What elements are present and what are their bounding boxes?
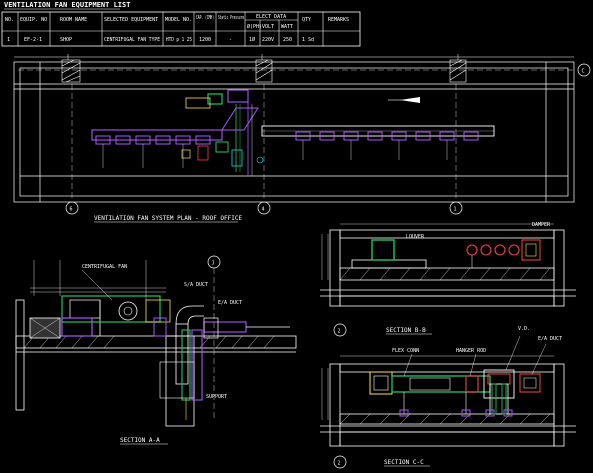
table-cell-cap: 1200 — [199, 37, 211, 43]
table-header-static-pressure: Static Pressure — [218, 15, 244, 21]
table-cell-room-name: SHOP — [60, 37, 72, 43]
table-cell-watt: 250 — [283, 37, 292, 43]
section-a-callout-support: SUPPORT — [206, 394, 227, 400]
section-c-title: SECTION C-C — [384, 459, 424, 466]
table-header-model-no: MODEL NO. — [165, 17, 192, 23]
section-a-callout-sa: S/A DUCT — [184, 282, 208, 288]
table-subheader-volt: VOLT — [262, 24, 274, 30]
section-b-equipment — [371, 239, 541, 268]
section-a-a: J — [15, 255, 297, 445]
grid-label-6: 6 — [70, 207, 73, 213]
table-cell-phase: 1Ø — [249, 36, 255, 43]
equipment-list-title: VENTILATION FAN EQUIPMENT LIST — [4, 1, 130, 9]
section-a-callout-fan: CENTRIFUGAL FAN — [82, 264, 127, 270]
table-header-equip-no: EQUIP. NO — [20, 17, 47, 23]
table-cell-model-no: HTD p 1 25 — [166, 37, 192, 43]
section-b-callout-damper: DAMPER — [532, 222, 551, 228]
section-b-marker-label: 2 — [338, 329, 341, 335]
section-c-c: FLEX CONN HANGER ROD V.D. E/A DUCT 2 SEC… — [320, 326, 576, 469]
table-header-selected-equipment: SELECTED EQUIPMENT — [104, 17, 158, 23]
section-c-callout-hanger: HANGER ROD — [456, 348, 486, 354]
section-a-marker-label: J — [212, 261, 215, 267]
grid-label-c: C — [582, 69, 585, 75]
section-a-duct — [29, 295, 290, 420]
section-b-title: SECTION B-B — [386, 327, 426, 334]
section-c-callout-ea: E/A DUCT — [538, 336, 562, 342]
table-cell-volt: 220V — [262, 37, 274, 43]
section-c-duct — [369, 369, 541, 417]
table-header-remarks: REMARKS — [328, 17, 349, 23]
equipment-list-table: VENTILATION FAN EQUIPMENT LIST NO. EQUIP… — [1, 1, 361, 47]
section-a-title: SECTION A-A — [120, 437, 160, 444]
table-cell-equipment: CENTRIFUGAL FAN TYPE — [104, 37, 160, 43]
table-cell-qty: 1 Sd — [302, 37, 314, 43]
table-header-no: NO. — [5, 17, 14, 23]
section-c-callout-vd: V.D. — [518, 326, 530, 332]
section-c-marker-label: 2 — [338, 461, 341, 467]
table-cell-equip-no: EF-2-1 — [24, 37, 42, 43]
plan-columns — [61, 59, 467, 83]
grid-label-1: 1 — [454, 207, 457, 213]
table-header-cap: CAP. (CMH) — [196, 15, 214, 21]
table-header-qty: QTY — [302, 17, 311, 23]
table-subheader-phase: Ø(PH) — [247, 23, 262, 30]
grid-markers: 6 4 1 C — [65, 63, 591, 215]
section-a-callout-ea: E/A DUCT — [218, 300, 242, 306]
table-cell-static: - — [229, 37, 232, 43]
table-cell-no: 1 — [7, 37, 10, 43]
supply-duct-run — [91, 97, 495, 168]
table-header-elect-data: ELECT DATA — [256, 14, 286, 20]
section-b-callout-louver: LOUVER — [406, 234, 425, 240]
section-c-callout-flex: FLEX CONN — [392, 348, 419, 354]
plan-title: VENTILATION FAN SYSTEM PLAN - ROOF OFFIC… — [94, 215, 242, 222]
fan-unit-plan — [181, 89, 264, 176]
grid-label-4: 4 — [262, 207, 265, 213]
table-header-room-name: ROOM NAME — [60, 17, 87, 23]
section-b-b: LOUVER DAMPER 2 SECTION B-B — [320, 222, 576, 337]
ventilation-plan: 6 4 1 C — [13, 54, 591, 223]
table-subheader-watt: WATT — [281, 24, 293, 30]
